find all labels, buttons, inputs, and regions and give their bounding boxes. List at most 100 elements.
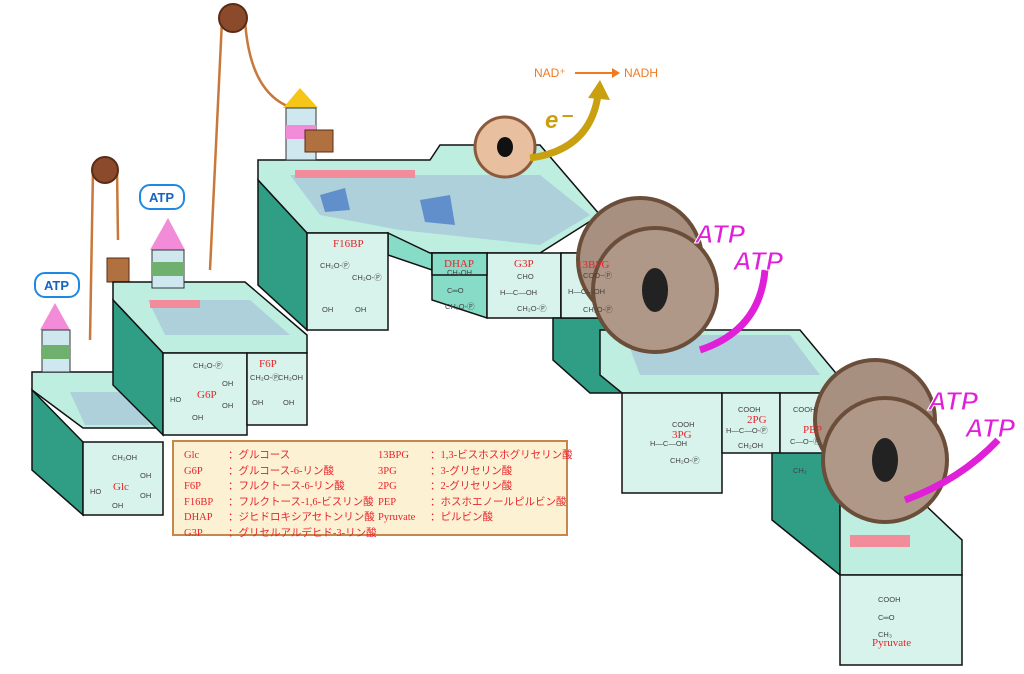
gnome-1 bbox=[40, 303, 71, 373]
water-wheels bbox=[473, 115, 949, 524]
formulas-bpg13-1: H—C—OH bbox=[568, 287, 605, 296]
legend-name: ：ホスホエノールピルビン酸 bbox=[430, 496, 567, 508]
gnomes bbox=[40, 88, 334, 373]
formulas-bpg13-2: CH₂O-Ⓟ bbox=[583, 305, 613, 314]
legend-row: F16BP ：フルクトース-1,6-ビスリン酸 bbox=[184, 494, 374, 509]
formulas-bpg13-0: COO~Ⓟ bbox=[583, 271, 612, 280]
formulas-f6p-1: CH₂OH bbox=[278, 373, 303, 382]
formulas-g3p-0: CHO bbox=[517, 272, 534, 281]
formula-f6p: CH₂O-Ⓟ CH₂OH OH OH bbox=[250, 373, 303, 407]
legend-name: ：グリセルアルデヒド-3-リン酸 bbox=[228, 527, 377, 539]
legend-row: G6P：グルコース-6-リン酸 bbox=[184, 463, 334, 478]
cards-g6p: G6P bbox=[197, 389, 217, 401]
formulas-pg2-0: COOH bbox=[738, 405, 761, 414]
formulas-pyruvate-0: COOH bbox=[878, 595, 901, 604]
legend-row: 2PG：2-グリセリン酸 bbox=[378, 478, 512, 493]
formula-g3p: CHO H—C—OH CH₂O-Ⓟ bbox=[500, 272, 547, 313]
formulas-pep-0: COOH bbox=[793, 405, 816, 414]
legend-abbr: 3PG bbox=[378, 465, 397, 477]
cards-pep: PEP bbox=[803, 424, 822, 436]
legend-abbr: DHAP bbox=[184, 512, 213, 523]
pulley-icon bbox=[218, 3, 248, 33]
legend-row: 3PG ：3-グリセリン酸 bbox=[378, 463, 512, 478]
formulas-g6p-0: CH₂O-Ⓟ bbox=[193, 361, 223, 370]
reaction-nad: NAD⁺ bbox=[534, 66, 566, 80]
formulas-g3p-2: CH₂O-Ⓟ bbox=[517, 304, 547, 313]
formula-3pg: COOH H—C—OH CH₂O-Ⓟ bbox=[650, 420, 700, 465]
reaction-nadh: NADH bbox=[624, 66, 658, 80]
legend-abbr: Pyruvate bbox=[378, 512, 416, 523]
formulas-pg3-0: COOH bbox=[672, 420, 695, 429]
card-f16bp bbox=[306, 232, 389, 331]
atp-product: ATP bbox=[964, 413, 1016, 443]
legend-abbr: F16BP bbox=[184, 496, 214, 508]
legend-name: ：ピルビン酸 bbox=[430, 512, 493, 523]
cards-pyruvate: Pyruvate bbox=[872, 637, 911, 649]
formula-g6p: CH₂O-Ⓟ OH HO OH OH bbox=[170, 361, 233, 422]
legend-abbr: 13BPG bbox=[378, 450, 409, 461]
cards-f6p: F6P bbox=[259, 358, 277, 370]
formulas-glc-4: OH bbox=[140, 491, 151, 500]
formula-pep: COOH C—O~Ⓟ CH₂ bbox=[790, 405, 821, 475]
atp-product: ATP bbox=[927, 386, 979, 416]
legend-abbr: PEP bbox=[378, 496, 397, 508]
block-3pg bbox=[599, 329, 841, 577]
card-f6p bbox=[246, 352, 308, 426]
legend-abbr: G6P bbox=[184, 465, 203, 477]
cards-glc: Glc bbox=[113, 481, 129, 493]
atp_bubbles-1: ATP bbox=[149, 190, 174, 205]
legend-row: PEP ：ホスホエノールピルビン酸 bbox=[378, 494, 567, 509]
formulas-dhap-1: C═O bbox=[447, 286, 464, 295]
gnome-2 bbox=[150, 218, 185, 289]
cards-bpg13: 13BPG bbox=[577, 259, 609, 271]
formulas-pg3-2: CH₂O-Ⓟ bbox=[670, 456, 700, 465]
formulas-f16bp-2: OH bbox=[322, 305, 333, 314]
pulleys bbox=[88, 3, 301, 341]
block-g6p bbox=[112, 281, 308, 437]
formulas-g6p-3: OH bbox=[192, 413, 203, 422]
formula-pyruvate: COOH C═O CH₃ bbox=[878, 595, 901, 639]
formula-f16bp: CH₂O-Ⓟ CH₂O-Ⓟ OH OH bbox=[320, 261, 382, 314]
atp-product: ATP bbox=[732, 246, 784, 276]
legend-row: DHAP ：ジヒドロキシアセトンリン酸 bbox=[184, 509, 375, 524]
formula-glc: CH₂OH OH HO OH OH bbox=[90, 453, 151, 510]
formulas-glc-1: OH bbox=[140, 471, 151, 480]
formulas-pyruvate-2: CH₃ bbox=[878, 630, 892, 639]
nad-reaction: NAD⁺ NADH e⁻ bbox=[529, 66, 658, 162]
formulas-g3p-1: H—C—OH bbox=[500, 288, 537, 297]
formulas-f6p-2: OH bbox=[252, 398, 263, 407]
formulas-glc-0: CH₂OH bbox=[112, 453, 137, 462]
atp-bubble-2: ATP bbox=[139, 184, 185, 210]
gnome-3 bbox=[283, 88, 334, 161]
cards-pg3: 3PG bbox=[672, 429, 692, 441]
legend-abbr: Glc bbox=[184, 450, 200, 461]
card-3pg bbox=[621, 392, 723, 494]
arrow-icon bbox=[698, 269, 769, 354]
formulas-g6p-4: OH bbox=[222, 401, 233, 410]
formulas-pg3-1: H—C—OH bbox=[650, 439, 687, 448]
legend-row: G3P：グリセルアルデヒド-3-リン酸 bbox=[184, 525, 377, 540]
formulas-glc-3: OH bbox=[112, 501, 123, 510]
arrow-icon bbox=[903, 437, 1001, 504]
bucket-icon bbox=[106, 257, 130, 283]
legend-row: Pyruvate ：ピルビン酸 bbox=[378, 509, 493, 524]
formula-2pg: COOH H—C—O-Ⓟ CH₂OH bbox=[726, 405, 768, 450]
formula-13bpg: COO~Ⓟ H—C—OH CH₂O-Ⓟ bbox=[568, 271, 613, 314]
formulas-f16bp-1: CH₂O-Ⓟ bbox=[352, 273, 382, 282]
formulas-pep-2: CH₂ bbox=[793, 466, 807, 475]
legend-abbr: 2PG bbox=[378, 481, 397, 492]
card-pyruvate bbox=[839, 574, 963, 666]
legend-name: ：3-グリセリン酸 bbox=[430, 465, 513, 477]
legend-name: ：ジヒドロキシアセトンリン酸 bbox=[228, 512, 375, 523]
legend-name: ：フルクトース-1,6-ビスリン酸 bbox=[228, 496, 374, 508]
legend-row: Glc：グルコース bbox=[184, 447, 290, 462]
legend-name: ：フルクトース-6-リン酸 bbox=[228, 481, 345, 492]
legend-abbr: F6P bbox=[184, 481, 201, 492]
bucket-icon bbox=[304, 129, 334, 153]
pulley-icon bbox=[91, 156, 119, 184]
formulas-g6p-2: HO bbox=[170, 395, 181, 404]
legend-name: ：1,3-ビスホスホグリセリン酸 bbox=[430, 450, 573, 461]
formulas-pyruvate-1: C═O bbox=[878, 613, 895, 622]
card-glc bbox=[82, 441, 164, 516]
formulas-pg2-2: CH₂OH bbox=[738, 441, 763, 450]
